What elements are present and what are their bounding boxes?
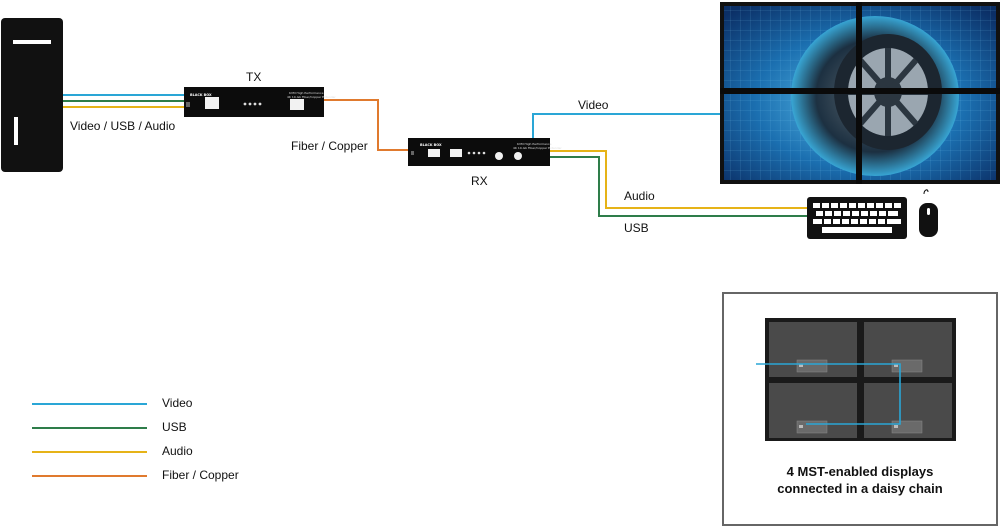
legend: Video USB Audio Fiber / Copper bbox=[32, 396, 239, 482]
inset-caption-line1: 4 MST-enabled displays bbox=[787, 464, 934, 479]
legend-label: Audio bbox=[162, 444, 193, 458]
rx-usb-port-1 bbox=[428, 149, 440, 157]
legend-label: USB bbox=[162, 420, 187, 434]
mouse-icon bbox=[919, 189, 938, 237]
rx-usb-port-2 bbox=[450, 149, 462, 157]
rx-usb-cable bbox=[550, 156, 808, 217]
usb-out-label: USB bbox=[624, 221, 649, 235]
pc-drive-slot bbox=[13, 40, 51, 44]
rx-audio-cable bbox=[550, 150, 808, 209]
legend-item-fiber: Fiber / Copper bbox=[32, 468, 239, 482]
tx-brand: BLACK BOX bbox=[190, 93, 212, 97]
legend-label: Video bbox=[162, 396, 193, 410]
rx-label: RX bbox=[471, 174, 488, 188]
keyboard-icon bbox=[807, 197, 907, 239]
fiber-copper-cable bbox=[324, 99, 409, 151]
rx-brand: BLACK BOX bbox=[420, 143, 442, 147]
legend-label: Fiber / Copper bbox=[162, 468, 239, 482]
legend-item-video: Video bbox=[32, 396, 193, 410]
legend-item-audio: Audio bbox=[32, 444, 193, 458]
fiber-link-label: Fiber / Copper bbox=[291, 139, 368, 153]
tx-model-2: 4K 10-Gb Fiber/Copper Extender bbox=[287, 95, 336, 99]
tx-extender: BLACK BOX KVM High Performance 4K 10-Gb … bbox=[184, 87, 336, 117]
tx-model-1: KVM High Performance bbox=[289, 91, 324, 95]
pc-tx-cables bbox=[63, 94, 185, 108]
pc-link-label: Video / USB / Audio bbox=[70, 119, 176, 133]
daisy-chain-inset: 4 MST-enabled displays connected in a da… bbox=[722, 292, 998, 526]
tx-port-small bbox=[186, 102, 190, 107]
inset-caption-line2: connected in a daisy chain bbox=[777, 481, 942, 496]
video-wall bbox=[720, 2, 1000, 184]
pc-tower bbox=[1, 18, 63, 172]
rx-model-1: KVM High Performance bbox=[517, 142, 552, 146]
audio-out-label: Audio bbox=[624, 189, 655, 203]
rx-video-cable bbox=[532, 113, 722, 138]
rx-mic-jack bbox=[514, 152, 522, 160]
pc-power-light bbox=[14, 117, 18, 145]
rx-audio-jack bbox=[495, 152, 503, 160]
legend-item-usb: USB bbox=[32, 420, 187, 434]
tx-usb-port bbox=[205, 97, 219, 109]
rx-extender: BLACK BOX KVM High Performance 4K 10-Gb … bbox=[408, 138, 562, 166]
daisy-chain-cable bbox=[756, 363, 901, 425]
tx-video-port bbox=[290, 99, 304, 110]
tx-label: TX bbox=[246, 70, 261, 84]
inset-display-wall bbox=[756, 318, 956, 441]
tire-graphic bbox=[791, 16, 959, 176]
video-out-label: Video bbox=[578, 98, 609, 112]
rx-model-2: 4K 10-Gb Fiber/Copper Extender bbox=[513, 146, 562, 150]
